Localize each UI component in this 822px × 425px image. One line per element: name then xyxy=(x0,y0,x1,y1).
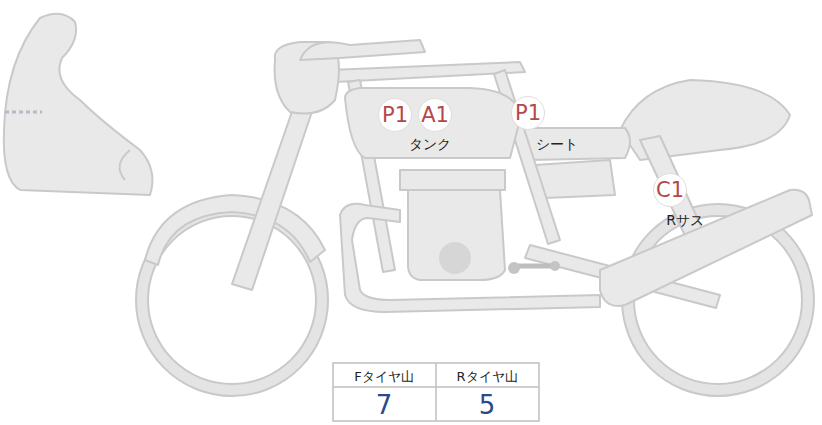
callout-circle: P1 xyxy=(378,98,412,132)
table-value: 5 xyxy=(479,392,496,418)
callout-circle: C1 xyxy=(653,173,687,207)
callout-circle: P1 xyxy=(511,96,545,130)
part-name: タンク xyxy=(409,137,451,151)
callout-number: P1 xyxy=(382,105,408,126)
table-header: Fタイヤ山 xyxy=(354,370,413,383)
part-name: Rサス xyxy=(666,213,704,227)
table-header: Rタイヤ山 xyxy=(456,370,517,383)
callout-number: P1 xyxy=(515,103,541,124)
table-value: 7 xyxy=(376,392,393,418)
callout-number: A1 xyxy=(421,105,449,126)
tread-table xyxy=(333,363,539,421)
callout-number: C1 xyxy=(656,180,684,201)
part-name: シート xyxy=(536,137,578,151)
callout-circle: A1 xyxy=(418,98,452,132)
